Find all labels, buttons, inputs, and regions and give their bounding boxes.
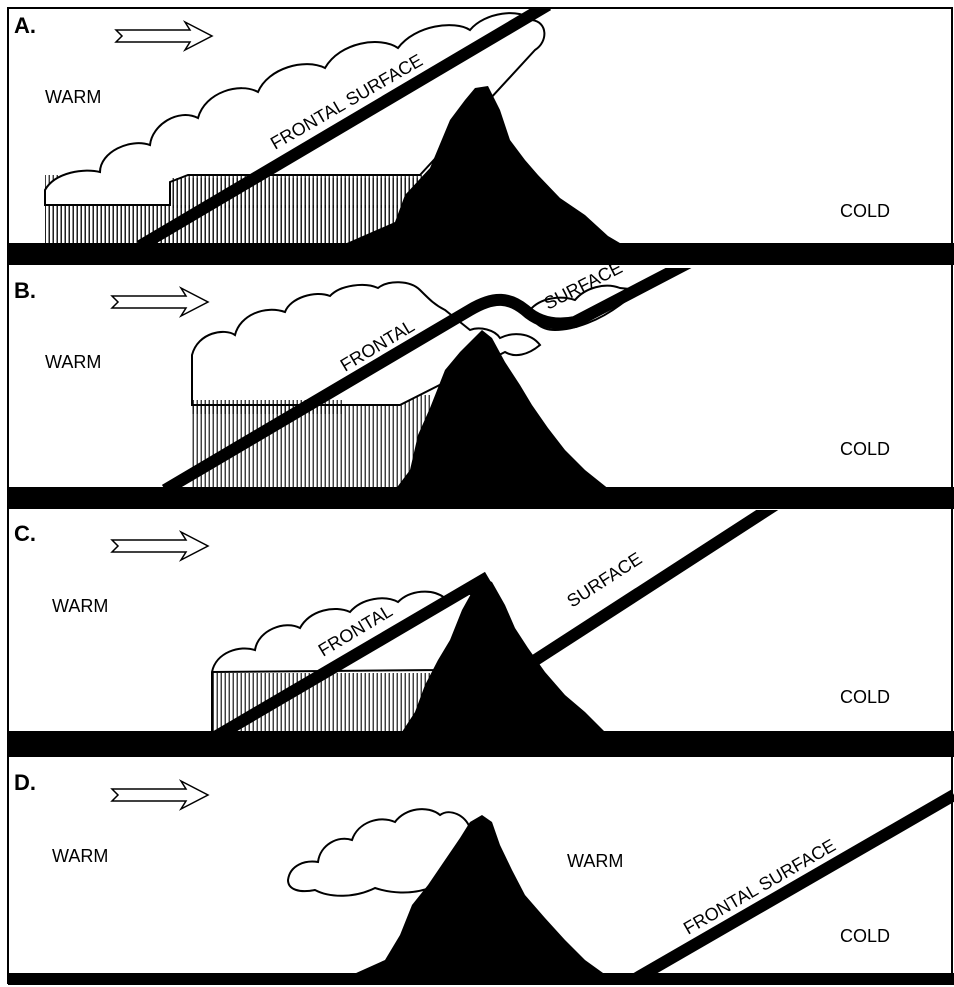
cold-label: COLD bbox=[840, 926, 890, 946]
mountain-icon bbox=[344, 86, 622, 244]
ground bbox=[8, 973, 954, 985]
warm-label: WARM bbox=[45, 352, 101, 372]
cold-label: COLD bbox=[840, 201, 890, 221]
mountain-icon bbox=[396, 330, 608, 488]
ground bbox=[8, 487, 954, 509]
frontal-surface-line bbox=[516, 510, 779, 676]
frontal-surface-label: FRONTAL SURFACE bbox=[680, 835, 839, 938]
frontal-surface-line bbox=[211, 571, 492, 732]
panel-label: A. bbox=[14, 13, 36, 38]
wind-arrow-icon bbox=[114, 20, 214, 52]
mountain-icon bbox=[353, 815, 605, 974]
mountain-icon bbox=[401, 577, 605, 732]
panel-label: B. bbox=[14, 278, 36, 303]
frontal-surface-line bbox=[136, 8, 552, 244]
panel-a: A. WARM COLD FRONTAL SURFACE bbox=[8, 8, 954, 265]
wind-arrow-icon bbox=[110, 530, 210, 562]
warm-label: WARM bbox=[52, 846, 108, 866]
panel-label: D. bbox=[14, 770, 36, 795]
warm-leeside-label: WARM bbox=[567, 851, 623, 871]
ground bbox=[8, 243, 954, 265]
frontal-surface-line bbox=[631, 789, 954, 974]
wind-arrow-icon bbox=[110, 779, 210, 811]
cold-label: COLD bbox=[840, 687, 890, 707]
warm-label: WARM bbox=[52, 596, 108, 616]
warm-label: WARM bbox=[45, 87, 101, 107]
panel-label: C. bbox=[14, 521, 36, 546]
panel-d: D. WARM WARM COLD FRONTAL SURFACE bbox=[8, 770, 954, 985]
ground bbox=[8, 731, 954, 757]
frontal-surface-line bbox=[161, 268, 692, 488]
cloud-icon bbox=[286, 808, 472, 897]
panel-b: B. WARM COLD FRONTAL SURFACE bbox=[8, 257, 954, 509]
wind-arrow-icon bbox=[110, 286, 210, 318]
panel-c: C. WARM COLD FRONTAL SURFACE bbox=[8, 510, 954, 757]
cold-label: COLD bbox=[840, 439, 890, 459]
